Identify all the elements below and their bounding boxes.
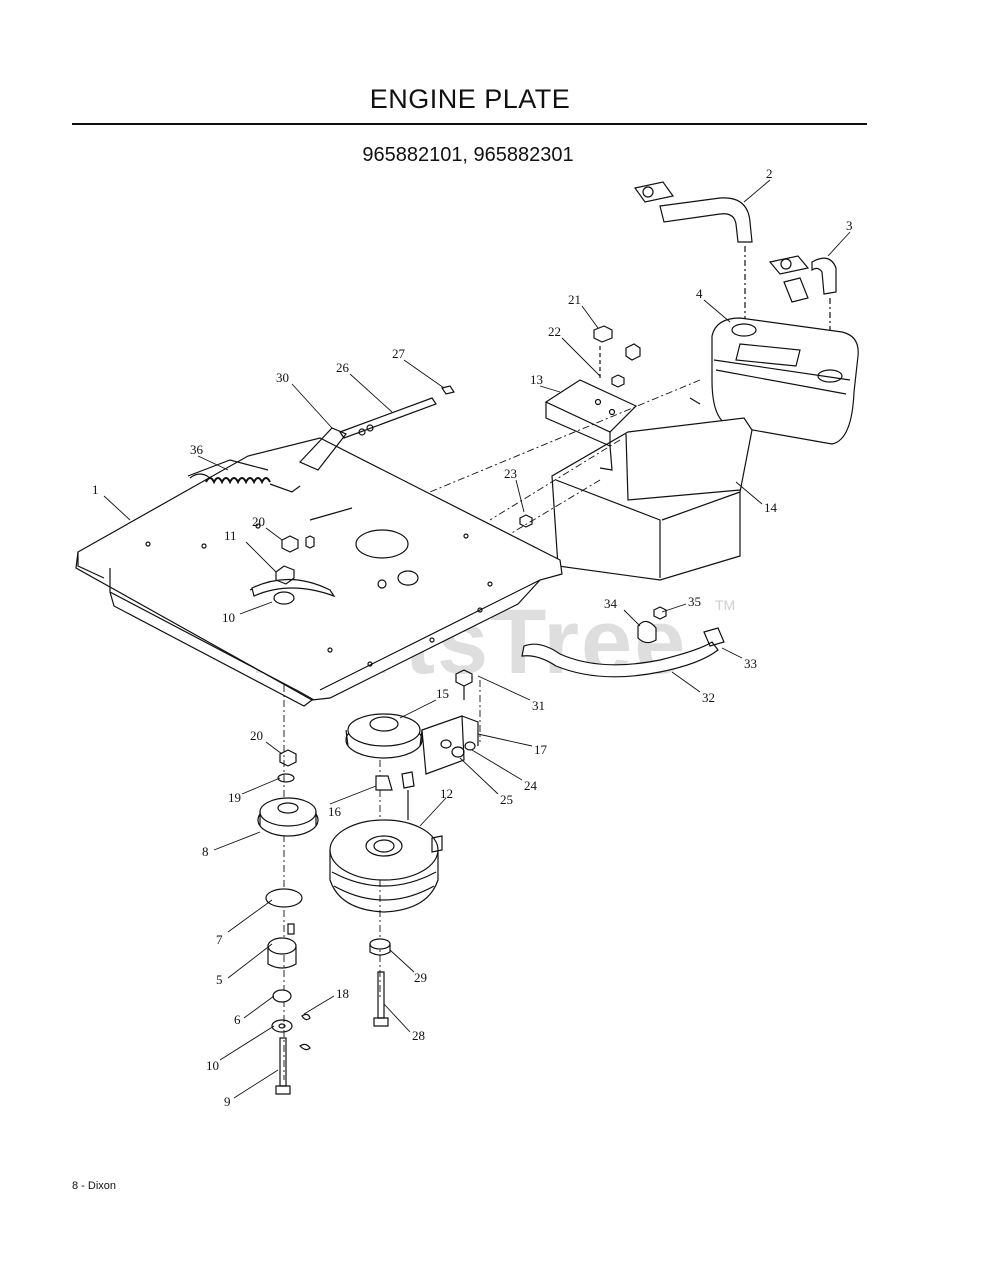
callout-16: 16 <box>328 804 342 819</box>
bolt-parts <box>593 325 701 405</box>
model-numbers: 965882101, 965882301 <box>362 144 574 166</box>
callout-31: 31 <box>532 698 545 713</box>
callout-18: 18 <box>336 986 349 1001</box>
idler-arm-part <box>251 514 533 605</box>
callout-3: 3 <box>846 218 853 233</box>
callout-35: 35 <box>688 594 701 609</box>
callout-13: 13 <box>530 372 543 387</box>
callout-17: 17 <box>534 742 548 757</box>
callout-28: 28 <box>412 1028 425 1043</box>
callout-9: 9 <box>224 1094 231 1109</box>
callout-12: 12 <box>440 786 453 801</box>
callout-1: 1 <box>92 482 99 497</box>
callout-2: 2 <box>766 166 773 181</box>
clutch-bracket-part <box>421 715 479 775</box>
callout-6: 6 <box>234 1012 241 1027</box>
callout-26: 26 <box>336 360 350 375</box>
fuel-hose-part <box>521 606 725 678</box>
callout-20-lower: 20 <box>250 728 263 743</box>
callout-15: 15 <box>436 686 449 701</box>
electric-clutch-part <box>329 819 443 913</box>
callout-labels: 2 3 21 4 22 27 26 13 30 36 1 23 14 20 11… <box>92 166 853 1109</box>
callout-10: 10 <box>222 610 235 625</box>
bolt-31-part <box>455 669 473 700</box>
callout-27: 27 <box>392 346 406 361</box>
callout-10-lower: 10 <box>206 1058 219 1073</box>
watermark-trademark: TM <box>715 597 736 613</box>
rod-part <box>298 385 455 471</box>
callout-21: 21 <box>568 292 581 307</box>
callout-30: 30 <box>276 370 289 385</box>
page-title: ENGINE PLATE <box>369 84 571 114</box>
callout-5: 5 <box>216 972 223 987</box>
callout-24: 24 <box>524 778 538 793</box>
idler-pulley-8-part <box>257 749 319 837</box>
callout-23: 23 <box>504 466 517 481</box>
callout-32: 32 <box>702 690 715 705</box>
spacer-16-part <box>375 771 415 820</box>
callout-36: 36 <box>190 442 204 457</box>
callout-20: 20 <box>252 514 265 529</box>
callout-34: 34 <box>604 596 618 611</box>
callout-19: 19 <box>228 790 241 805</box>
pulley-15-part <box>345 713 423 759</box>
callout-33: 33 <box>744 656 757 671</box>
engine-plate-part <box>75 437 563 707</box>
callout-8: 8 <box>202 844 209 859</box>
callout-7: 7 <box>216 932 223 947</box>
callout-11: 11 <box>224 528 237 543</box>
title-rule <box>72 123 867 125</box>
exhaust-pipe-part <box>633 181 753 318</box>
heat-shield-part <box>551 417 753 581</box>
callout-25: 25 <box>500 792 513 807</box>
idler-stack-part <box>265 888 311 1095</box>
spring-part <box>189 473 301 493</box>
callout-29: 29 <box>414 970 427 985</box>
muffler-bracket-part <box>544 379 638 471</box>
clutch-spacer-bolt-part <box>369 938 391 1027</box>
callout-14: 14 <box>764 500 778 515</box>
page-footer: 8 - Dixon <box>72 1180 117 1192</box>
muffler-part <box>711 317 859 445</box>
callout-22: 22 <box>548 324 561 339</box>
callout-4: 4 <box>696 286 703 301</box>
